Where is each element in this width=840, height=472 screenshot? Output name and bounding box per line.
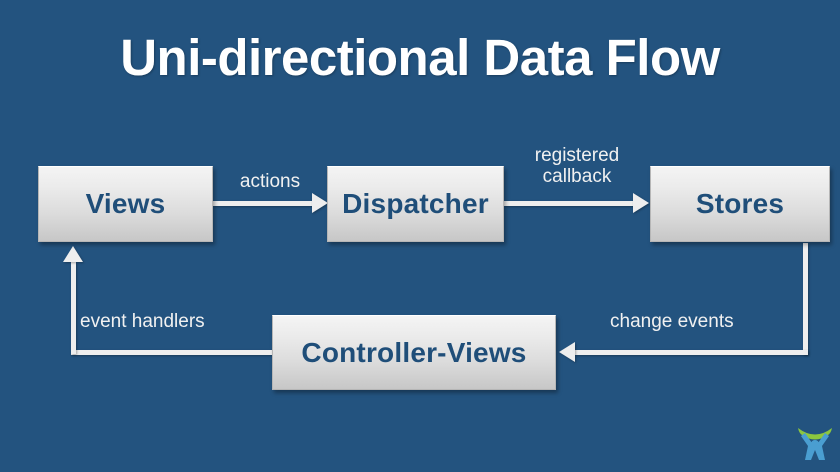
person-arc-logo-icon xyxy=(798,428,832,460)
node-controller-views[interactable]: Controller-Views xyxy=(272,315,556,390)
edge-controller-to-views-vertical xyxy=(71,262,76,354)
edge-dispatcher-to-stores-line xyxy=(504,201,634,206)
arrow-right-icon-views-to-dispatcher xyxy=(312,193,328,213)
edge-label-actions: actions xyxy=(239,171,301,192)
edge-views-to-dispatcher-line xyxy=(213,201,315,206)
edge-label-event-handlers: event handlers xyxy=(80,311,205,332)
arrow-left-icon-stores-to-controller xyxy=(559,342,575,362)
edge-stores-to-controller-horizontal xyxy=(575,350,808,355)
node-stores[interactable]: Stores xyxy=(650,166,830,242)
edge-stores-to-controller-vertical xyxy=(803,243,808,355)
edge-label-registered-callback: registered callback xyxy=(534,145,620,188)
node-views[interactable]: Views xyxy=(38,166,213,242)
arrow-right-icon-dispatcher-to-stores xyxy=(633,193,649,213)
edge-controller-to-views-horizontal xyxy=(71,350,273,355)
page-title: Uni-directional Data Flow xyxy=(120,29,720,86)
node-dispatcher[interactable]: Dispatcher xyxy=(327,166,504,242)
edge-label-change-events: change events xyxy=(610,311,734,332)
arrow-up-icon-controller-to-views xyxy=(63,246,83,262)
